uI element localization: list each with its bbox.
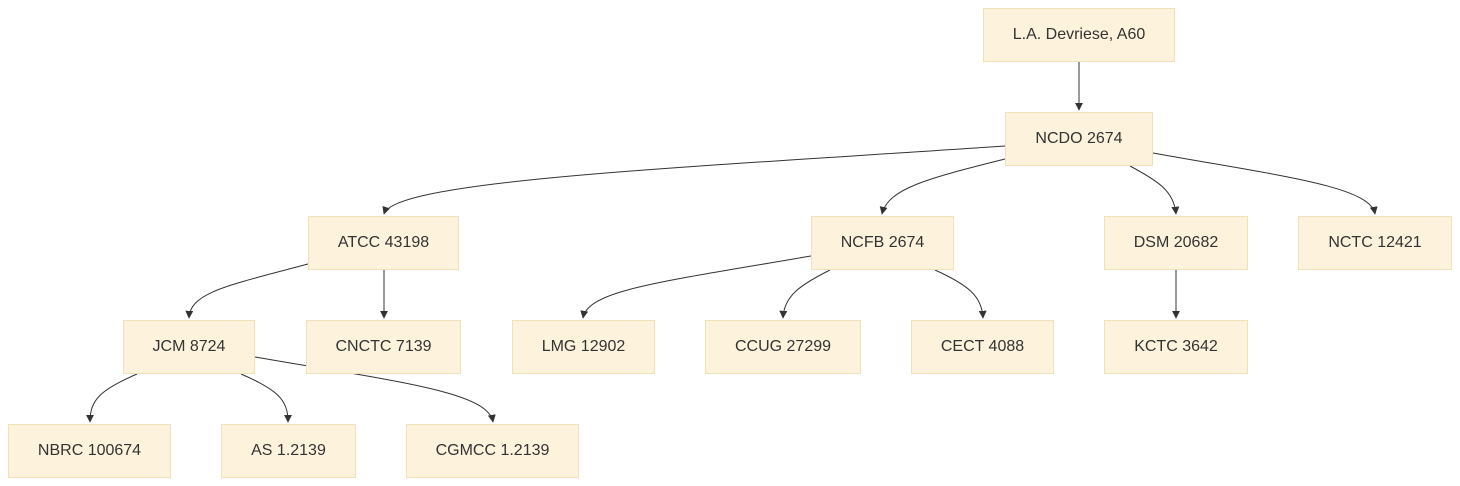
node-nctc-12421: NCTC 12421 [1298,216,1452,270]
node-cgmcc-1-2139: CGMCC 1.2139 [406,424,579,478]
node-atcc-43198: ATCC 43198 [308,216,459,270]
node-cnctc-7139: CNCTC 7139 [306,320,461,374]
edge-ncfb-lmg [580,255,812,319]
node-la-devriese-a60: L.A. Devriese, A60 [983,8,1175,62]
node-ncdo-2674: NCDO 2674 [1005,112,1153,166]
edge-ncdo-ncfb [879,158,1006,215]
node-nbrc-100674: NBRC 100674 [8,424,171,478]
node-cect-4088: CECT 4088 [911,320,1054,374]
edge-ncfb-ccug [779,269,831,319]
node-dsm-20682: DSM 20682 [1104,216,1248,270]
edge-jcm-nbrc [86,373,138,423]
edge-ncdo-dsm [1129,165,1180,215]
node-as-1-2139: AS 1.2139 [221,424,356,478]
edge-ncdo-atcc [382,145,1006,215]
node-kctc-3642: KCTC 3642 [1104,320,1248,374]
node-lmg-12902: LMG 12902 [512,320,655,374]
edge-atcc-jcm [185,263,309,319]
edge-jcm-as [240,373,292,423]
edge-ncfb-cect [934,269,987,319]
node-ncfb-2674: NCFB 2674 [811,216,954,270]
node-jcm-8724: JCM 8724 [123,320,255,374]
edge-ncdo-nctc [1152,152,1378,215]
node-ccug-27299: CCUG 27299 [705,320,861,374]
